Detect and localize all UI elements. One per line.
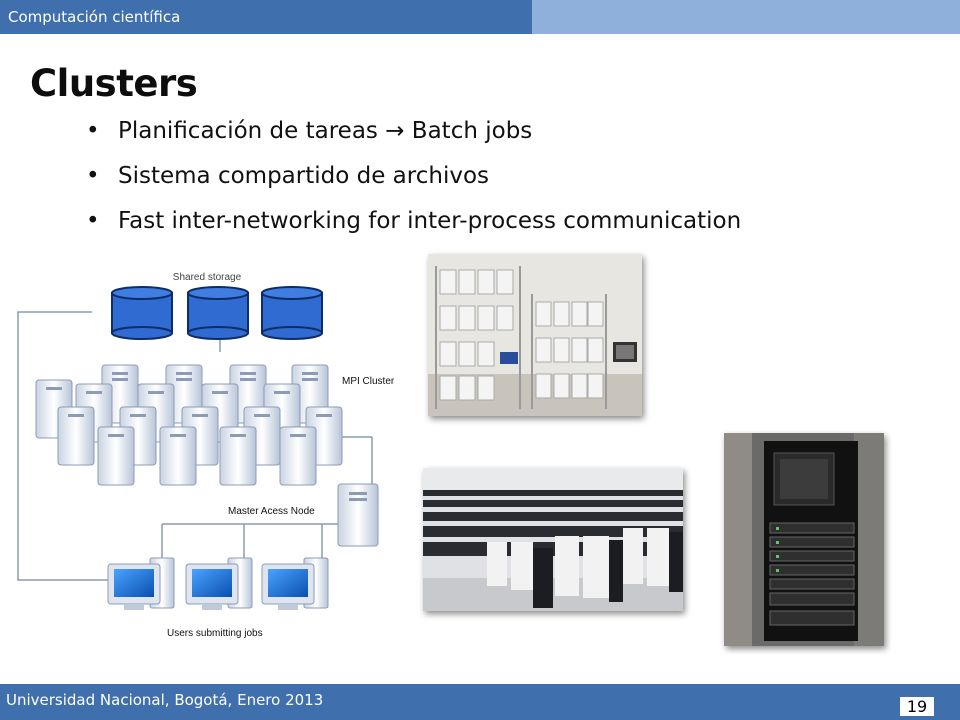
arrow-icon: → <box>385 118 405 144</box>
shared-storage-label: Shared storage <box>173 272 242 283</box>
server-shelves-photo <box>428 254 642 416</box>
workstation-icon <box>185 557 253 610</box>
bullet-dot: • <box>86 163 100 189</box>
header-label: Computación científica <box>8 8 181 26</box>
server-tower-icon <box>219 426 257 486</box>
header-bar: Computación científica <box>0 0 960 34</box>
users-label: Users submitting jobs <box>167 628 263 639</box>
bullet-dot: • <box>86 208 100 234</box>
mpi-cluster-label: MPI Cluster <box>342 376 395 387</box>
bullet-text: Planificación de tareas <box>118 118 386 144</box>
server-tower-icon <box>159 426 197 486</box>
bullet-dot: • <box>86 118 100 144</box>
bullet-item: • Fast inter-networking for inter-proces… <box>86 208 741 253</box>
bullet-text: Batch jobs <box>404 118 533 144</box>
server-tower-icon <box>57 406 95 466</box>
storage-disk <box>111 286 173 340</box>
header-bar-light <box>532 0 960 34</box>
page-number: 19 <box>900 697 934 716</box>
bullet-list: • Planificación de tareas → Batch jobs •… <box>86 118 741 253</box>
storage-disk <box>261 286 323 340</box>
bullet-text: Sistema compartido de archivos <box>118 163 489 189</box>
workstation-icon <box>107 557 175 610</box>
server-tower-icon <box>97 426 135 486</box>
master-node-icon <box>337 483 379 547</box>
bullet-item: • Planificación de tareas → Batch jobs <box>86 118 741 163</box>
footer-bar: Universidad Nacional, Bogotá, Enero 2013 <box>0 684 960 720</box>
bullet-text: Fast inter-networking for inter-process … <box>118 208 742 234</box>
datacenter-photo <box>423 468 683 611</box>
server-rack-photo <box>724 433 884 646</box>
master-node-label: Master Acess Node <box>228 506 315 517</box>
storage-disk <box>187 286 249 340</box>
slide-title: Clusters <box>30 62 198 105</box>
bullet-item: • Sistema compartido de archivos <box>86 163 741 208</box>
footer-text: Universidad Nacional, Bogotá, Enero 2013 <box>6 691 324 709</box>
header-bar-dark <box>0 0 532 34</box>
server-tower-icon <box>279 426 317 486</box>
cluster-diagram: Shared storage MPI Cluster Master Acess … <box>17 272 395 639</box>
workstation-icon <box>261 557 329 610</box>
